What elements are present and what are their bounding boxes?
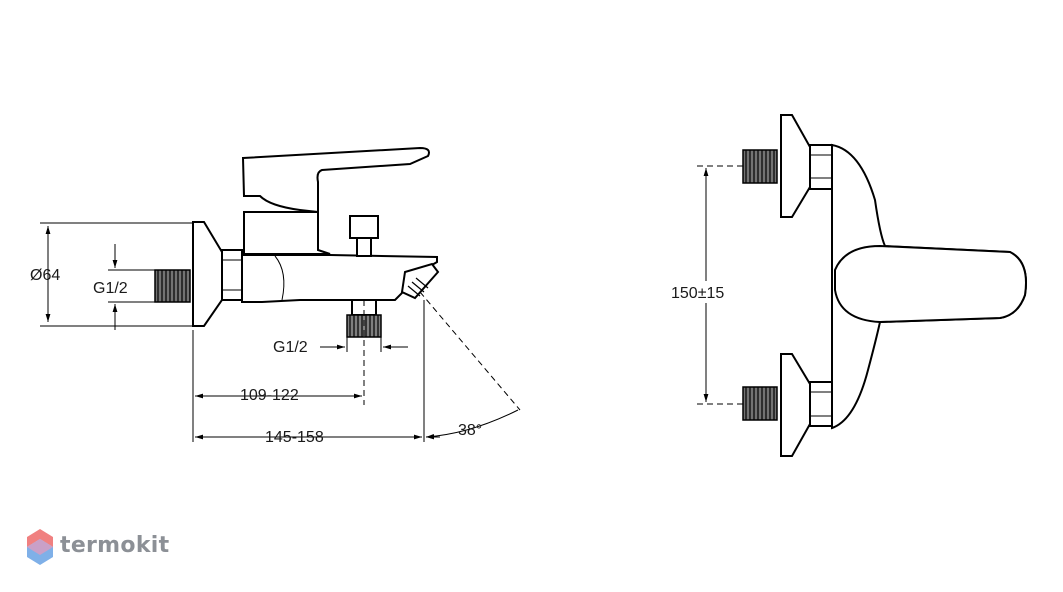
wall-flange (192, 221, 223, 327)
inlet-thread-label: G1/2 (93, 280, 128, 297)
cartridge-housing (243, 211, 331, 255)
top-view: 150±15 (668, 114, 1027, 457)
inlet-nut (221, 249, 243, 301)
lower-flange (780, 353, 811, 457)
centers-label: 150±15 (671, 285, 724, 302)
watermark-text: termokit (60, 533, 170, 558)
termokit-logo-icon (27, 529, 53, 565)
lever-handle (241, 146, 430, 214)
projection-total-label: 145-158 (265, 429, 324, 446)
diverter-knob (349, 215, 379, 239)
inlet-thread (154, 269, 191, 303)
side-view: Ø64 G1/2 G1/2 109-122 145-158 38° (30, 146, 521, 446)
projection-outlet-label: 109-122 (240, 387, 299, 404)
upper-inlet-thread (742, 149, 778, 184)
upper-flange (780, 114, 811, 218)
spout-angle-label: 38° (458, 422, 482, 439)
spout-top (834, 244, 1027, 324)
lower-inlet-thread (742, 386, 778, 421)
diameter-label: Ø64 (30, 267, 60, 284)
outlet-thread-label: G1/2 (273, 339, 308, 356)
